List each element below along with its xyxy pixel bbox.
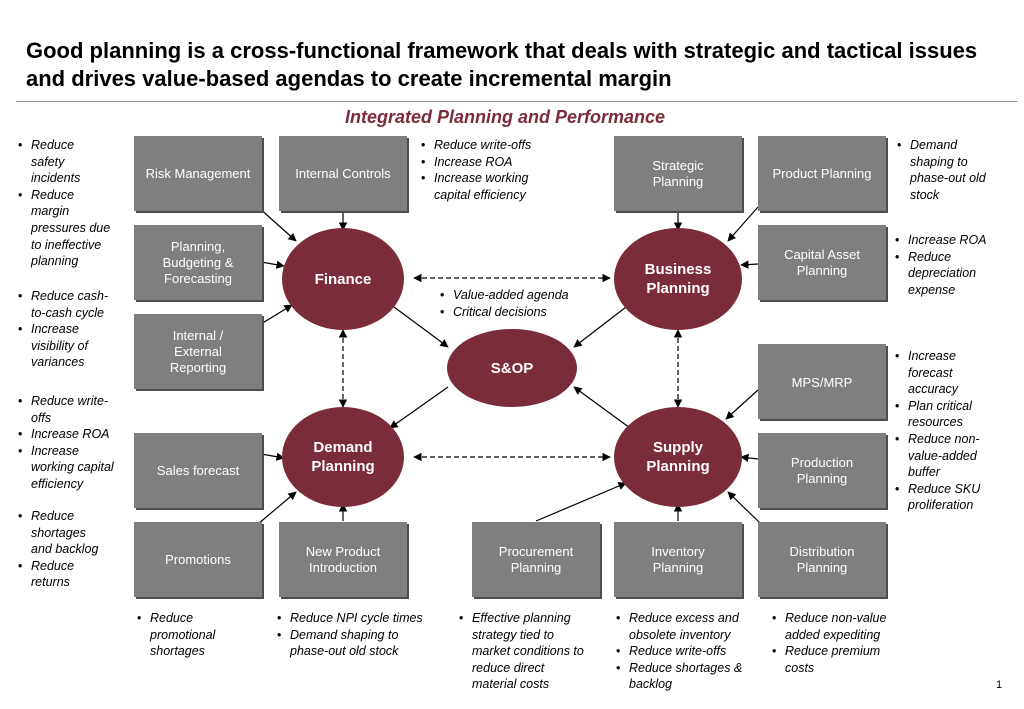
notes-right-demand-shaping: Demand shaping to phase-out old stock (897, 137, 1009, 203)
note-item: Reduce excess and obsolete inventory (616, 610, 766, 643)
sop-node: S&OP (447, 329, 577, 407)
note-item: Plan critical resources (895, 398, 1015, 431)
product-planning-box: Product Planning (758, 136, 886, 211)
internal-controls-box: Internal Controls (279, 136, 407, 211)
arrow-supply-to-sop (573, 386, 631, 429)
arrow-capital-to-bp (740, 260, 759, 269)
note-item: Increase working capital efficiency (421, 170, 591, 203)
note-item: Increase ROA (895, 232, 1015, 249)
note-item: Reduce write-offs (616, 643, 766, 660)
arrow-production-to-supply (740, 453, 759, 463)
page-headline: Good planning is a cross-functional fram… (26, 38, 978, 91)
notes-bottom-npi: Reduce NPI cycle timesDemand shaping to … (277, 610, 447, 660)
note-item: Reduce premium costs (772, 643, 922, 676)
notes-bottom-inventory: Reduce excess and obsolete inventoryRedu… (616, 610, 766, 693)
note-item: Reduce write- offs (18, 393, 130, 426)
arrow-procurement-to-supply (535, 482, 627, 522)
note-item: Reduce returns (18, 558, 130, 591)
notes-bottom-promotions: Reduce promotional shortages (137, 610, 272, 660)
note-item: Value-added agenda (440, 287, 610, 304)
new-product-introduction-box: New Product Introduction (279, 522, 407, 597)
note-item: Reduce shortages & backlog (616, 660, 766, 693)
arrow-promotions-to-demand (257, 491, 297, 525)
note-item: Reduce write-offs (421, 137, 591, 154)
notes-left-write-offs: Reduce write- offsIncrease ROAIncrease w… (18, 393, 130, 493)
strategic-planning-box: Strategic Planning (614, 136, 742, 211)
demand-planning-node: Demand Planning (282, 407, 404, 507)
risk-management-box: Risk Management (134, 136, 262, 211)
note-item: Reduce promotional shortages (137, 610, 272, 660)
planning-budgeting-forecasting-box: Planning, Budgeting & Forecasting (134, 225, 262, 300)
note-item: Increase working capital efficiency (18, 443, 130, 493)
note-item: Reduce shortages and backlog (18, 508, 130, 558)
notes-bottom-distribution: Reduce non-value added expeditingReduce … (772, 610, 922, 676)
note-item: Increase forecast accuracy (895, 348, 1015, 398)
note-item: Critical decisions (440, 304, 610, 321)
note-item: Reduce SKU proliferation (895, 481, 1015, 514)
inventory-planning-box: Inventory Planning (614, 522, 742, 597)
arrow-sales-to-demand (260, 452, 285, 461)
note-item: Demand shaping to phase-out old stock (277, 627, 447, 660)
notes-bottom-procurement: Effective planning strategy tied to mark… (459, 610, 609, 693)
supply-planning-node: Supply Planning (614, 407, 742, 507)
distribution-planning-box: Distribution Planning (758, 522, 886, 597)
note-item: Increase ROA (421, 154, 591, 171)
internal-external-reporting-box: Internal / External Reporting (134, 314, 262, 389)
sales-forecast-box: Sales forecast (134, 433, 262, 508)
finance-node: Finance (282, 228, 404, 330)
capital-asset-planning-box: Capital Asset Planning (758, 225, 886, 300)
procurement-planning-box: Procurement Planning (472, 522, 600, 597)
note-item: Reduce safety incidents (18, 137, 130, 187)
notes-left-cash-cycle: Reduce cash- to-cash cycleIncrease visib… (18, 288, 130, 371)
title-divider (16, 101, 1018, 102)
page-number: 1 (996, 679, 1003, 691)
note-item: Reduce depreciation expense (895, 249, 1015, 299)
note-item: Reduce non-value added expediting (772, 610, 922, 643)
notes-right-forecast: Increase forecast accuracyPlan critical … (895, 348, 1015, 514)
business-planning-node: Business Planning (614, 228, 742, 330)
note-item: Demand shaping to phase-out old stock (897, 137, 1009, 203)
arrow-risk-to-finance (257, 206, 297, 242)
diagram-subtitle: Integrated Planning and Performance (344, 107, 666, 127)
notes-center: Value-added agendaCritical decisions (440, 287, 610, 320)
note-item: Reduce NPI cycle times (277, 610, 447, 627)
arrow-sop-to-demand (389, 386, 449, 429)
notes-right-roa: Increase ROAReduce depreciation expense (895, 232, 1015, 298)
note-item: Increase ROA (18, 426, 130, 443)
mps-mrp-box: MPS/MRP (758, 344, 886, 419)
note-item: Reduce cash- to-cash cycle (18, 288, 130, 321)
note-item: Reduce non- value-added buffer (895, 431, 1015, 481)
arrow-finance-to-sop (389, 303, 449, 348)
arrow-bp-to-sop (573, 303, 631, 348)
notes-top-center: Reduce write-offsIncrease ROAIncrease wo… (421, 137, 591, 203)
arrow-product-to-bp (727, 206, 759, 242)
arrow-reporting-to-finance (260, 304, 293, 325)
notes-left-shortages: Reduce shortages and backlogReduce retur… (18, 508, 130, 591)
production-planning-box: Production Planning (758, 433, 886, 508)
arrow-pbf-to-finance (260, 260, 285, 269)
note-item: Increase visibility of variances (18, 321, 130, 371)
arrow-distribution-to-supply (727, 491, 761, 524)
notes-left-safety-margin: Reduce safety incidentsReduce margin pre… (18, 137, 130, 270)
note-item: Effective planning strategy tied to mark… (459, 610, 609, 693)
arrow-mps-to-supply (725, 389, 759, 420)
promotions-box: Promotions (134, 522, 262, 597)
note-item: Reduce margin pressures due to ineffecti… (18, 187, 130, 270)
